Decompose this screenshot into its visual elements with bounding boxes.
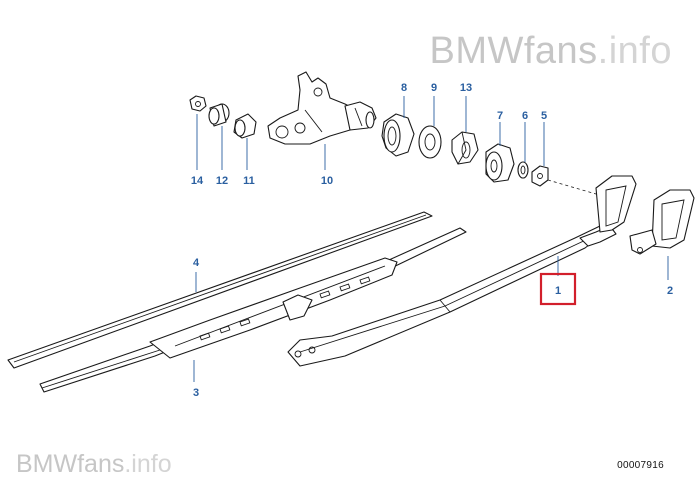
part-10-wiper-linkage[interactable] [267, 71, 377, 145]
watermark-top-brand: BMWfans [429, 30, 598, 72]
callout-11[interactable]: 11 [243, 175, 255, 187]
callout-8[interactable]: 8 [401, 82, 407, 94]
part-1-wiper-arm[interactable] [287, 175, 637, 367]
watermark-top-suffix: .info [597, 30, 672, 72]
part-7-cap[interactable] [485, 143, 515, 183]
callout-labels: 1 2 3 4 5 6 7 8 9 10 11 12 13 14 [191, 82, 673, 399]
callout-5[interactable]: 5 [541, 110, 547, 122]
highlight-box [539, 272, 577, 306]
assembly-axis [547, 179, 597, 195]
callout-6[interactable]: 6 [522, 110, 528, 122]
callout-4[interactable]: 4 [193, 257, 200, 269]
part-2-cover-cap[interactable] [629, 189, 695, 255]
part-12-washer[interactable] [208, 103, 230, 127]
watermark-top: BMWfans.info [429, 30, 672, 73]
part-4-blade-refill[interactable] [7, 211, 433, 369]
part-14-nut[interactable] [189, 95, 207, 112]
part-11-bushing[interactable] [233, 113, 257, 139]
blade-slots [199, 276, 371, 341]
callout-9[interactable]: 9 [431, 82, 437, 94]
callout-10[interactable]: 10 [321, 175, 333, 187]
part-8-grommet[interactable] [381, 113, 415, 157]
part-6-washer[interactable] [517, 161, 529, 179]
callout-12[interactable]: 12 [216, 175, 228, 187]
part-9-washer[interactable] [418, 125, 442, 159]
watermark-bottom: BMWfans.info [16, 450, 172, 479]
part-3-wiper-blade[interactable] [39, 227, 467, 393]
part-13-hex-nut[interactable] [451, 131, 479, 165]
part-5-nut[interactable] [531, 165, 549, 187]
callout-7[interactable]: 7 [497, 110, 503, 122]
callout-13[interactable]: 13 [460, 82, 472, 94]
leader-lines [193, 96, 669, 382]
watermark-bottom-brand: BMWfans [16, 450, 125, 478]
callout-2[interactable]: 2 [667, 285, 673, 297]
callout-3[interactable]: 3 [193, 387, 199, 399]
callout-1[interactable]: 1 [555, 285, 561, 297]
diagram-number: 00007916 [617, 460, 664, 471]
watermark-bottom-suffix: .info [124, 450, 172, 478]
callout-14[interactable]: 14 [191, 175, 204, 187]
